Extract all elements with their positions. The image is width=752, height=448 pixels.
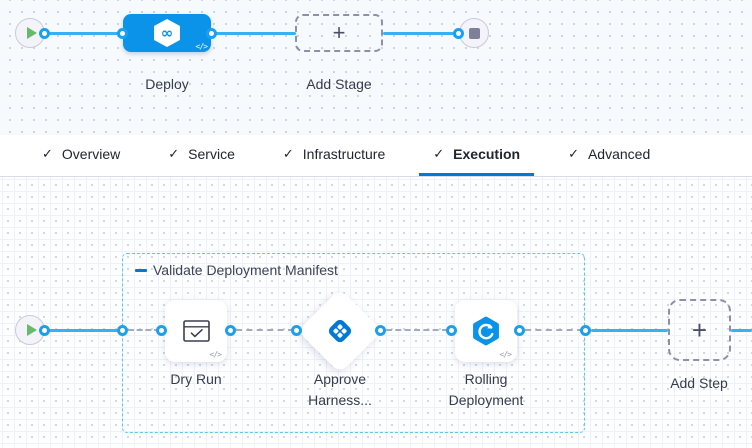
stage-label-deploy: Deploy xyxy=(145,76,189,92)
check-icon: ✓ xyxy=(433,146,445,162)
add-step-label: Add Step xyxy=(670,375,728,391)
connector-start-deploy xyxy=(44,32,124,35)
start-node-port[interactable] xyxy=(39,28,50,39)
step-label-line: Harness... xyxy=(308,392,372,408)
check-icon: ✓ xyxy=(168,146,180,162)
play-icon xyxy=(27,324,37,336)
step-group-header: Validate Deployment Manifest xyxy=(135,262,338,278)
rolling-port-left[interactable] xyxy=(446,325,457,336)
check-icon: ✓ xyxy=(568,146,579,162)
tab-label: Infrastructure xyxy=(302,146,386,162)
approval-port-right[interactable] xyxy=(375,325,386,336)
step-label-line: Rolling xyxy=(464,371,508,387)
step-node-dry-run[interactable]: </> xyxy=(165,300,227,362)
code-icon[interactable]: </> xyxy=(499,350,512,359)
step-label-rolling: Rolling Deployment xyxy=(436,369,536,411)
deploy-port-left[interactable] xyxy=(117,28,128,39)
connector-dashed xyxy=(128,329,160,331)
step-group-title: Validate Deployment Manifest xyxy=(153,262,338,278)
tab-infrastructure[interactable]: ✓ Infrastructure xyxy=(269,135,399,176)
step-label-line: Approve xyxy=(313,371,367,387)
deploy-port-right[interactable] xyxy=(206,28,217,39)
add-stage-label: Add Stage xyxy=(306,76,372,92)
add-stage-button[interactable]: + xyxy=(295,14,383,52)
tab-label: Execution xyxy=(453,146,521,162)
step-label-line: Deployment xyxy=(448,392,524,408)
connector-dashed xyxy=(386,329,448,331)
play-icon xyxy=(27,27,37,39)
execution-graph-canvas[interactable]: Validate Deployment Manifest </> xyxy=(0,177,752,448)
check-icon: ✓ xyxy=(282,146,294,162)
code-icon[interactable]: </> xyxy=(195,42,208,51)
connector-start-group xyxy=(44,329,123,332)
tab-service[interactable]: ✓ Service xyxy=(154,135,249,176)
step-label-approval: Approve Harness... xyxy=(290,369,390,411)
stage-node-deploy[interactable]: ∞ </> xyxy=(123,14,211,52)
check-icon: ✓ xyxy=(42,146,53,162)
harness-cd-icon: ∞ xyxy=(154,19,180,47)
collapse-group-icon[interactable] xyxy=(135,268,147,272)
group-entry-port[interactable] xyxy=(117,325,128,336)
stop-icon xyxy=(469,28,480,39)
tab-label: Service xyxy=(188,146,235,162)
approval-port-left[interactable] xyxy=(291,325,302,336)
plus-icon: + xyxy=(691,315,708,345)
connector-addstep-edge xyxy=(731,329,752,332)
connector-addstage-end xyxy=(383,32,454,35)
connector-group-addstep xyxy=(591,329,668,332)
plus-icon: + xyxy=(332,20,346,45)
step-group-validate-deployment-manifest[interactable]: Validate Deployment Manifest xyxy=(122,253,585,433)
connector-dashed xyxy=(236,329,294,331)
tab-label: Overview xyxy=(61,146,121,162)
dryrun-port-left[interactable] xyxy=(156,325,167,336)
connector-deploy-addstage xyxy=(212,32,296,35)
dry-run-icon xyxy=(165,300,227,362)
dryrun-port-right[interactable] xyxy=(225,325,236,336)
tab-overview[interactable]: ✓ Overview xyxy=(28,135,134,176)
start-node-port[interactable] xyxy=(39,325,50,336)
group-exit-port[interactable] xyxy=(580,325,591,336)
code-icon[interactable]: </> xyxy=(209,350,222,359)
end-node-port[interactable] xyxy=(453,28,464,39)
pipeline-end-node xyxy=(459,18,489,48)
add-step-button[interactable]: + xyxy=(668,299,731,361)
rolling-deployment-icon xyxy=(455,300,517,362)
rolling-port-right[interactable] xyxy=(514,325,525,336)
step-label-dry-run: Dry Run xyxy=(170,371,222,387)
stage-config-tabbar: ✓ Overview ✓ Service ✓ Infrastructure ✓ … xyxy=(0,135,752,177)
step-node-rolling-deployment[interactable]: </> xyxy=(455,300,517,362)
connector-dashed xyxy=(525,329,583,331)
tab-label: Advanced xyxy=(587,146,651,162)
tab-execution[interactable]: ✓ Execution xyxy=(419,135,535,176)
stage-graph-canvas[interactable]: ∞ </> Deploy + Add Stage xyxy=(0,0,752,135)
tab-advanced[interactable]: ✓ Advanced xyxy=(554,135,664,176)
